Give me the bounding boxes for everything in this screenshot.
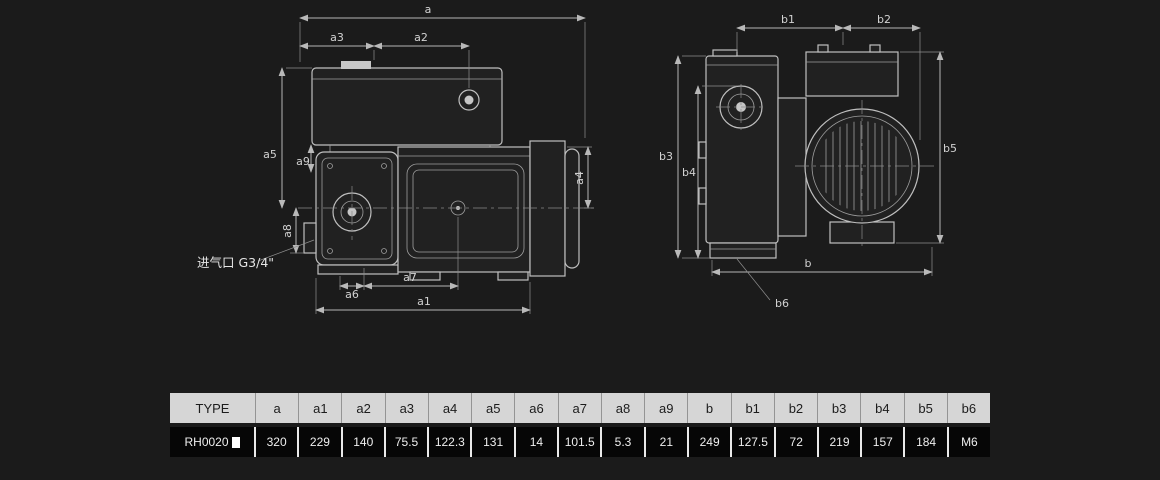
pump-foot (317, 264, 399, 275)
header-cell-a9: a9 (645, 393, 689, 423)
pump-head (303, 151, 399, 275)
dim-label-b3: b3 (659, 150, 673, 163)
header-cell-a5: a5 (472, 393, 516, 423)
spec-table-value-row: RH0020 320 229 140 75.5 122.3 131 14 101… (170, 427, 990, 457)
dim-label-a7: a7 (403, 271, 417, 284)
value-cell-b4: 157 (862, 427, 906, 457)
header-cell-b3: b3 (818, 393, 862, 423)
dim-label-a3: a3 (330, 31, 344, 44)
value-cell-b: 249 (689, 427, 733, 457)
dim-label-a5: a5 (263, 148, 277, 161)
value-cell-a1: 229 (299, 427, 343, 457)
inlet-annotation: 进气口 G3/4" (197, 239, 315, 270)
dim-label-b4: b4 (682, 166, 696, 179)
header-cell-b2: b2 (775, 393, 819, 423)
pump-dimension-drawing: a a3 a2 a5 a9 a4 (197, 3, 957, 314)
inlet-port (303, 222, 317, 254)
header-cell-b4: b4 (861, 393, 905, 423)
front-view: b1 b2 b3 b4 b5 b (659, 13, 957, 310)
pump-foot-front (709, 242, 777, 259)
value-cell-b5: 184 (905, 427, 949, 457)
value-cell-a8: 5.3 (602, 427, 646, 457)
flange (777, 97, 807, 237)
side-view-dimensions: a a3 a2 a5 a9 a4 (263, 3, 594, 314)
value-cell-a7: 101.5 (559, 427, 603, 457)
model-cell: RH0020 (170, 427, 256, 457)
front-view-dimensions: b1 b2 b3 b4 b5 b (659, 13, 957, 310)
dim-label-a: a (425, 3, 432, 16)
inlet-label: 进气口 G3/4" (197, 255, 274, 270)
header-cell-b: b (688, 393, 732, 423)
dim-label-a2: a2 (414, 31, 428, 44)
spec-table: TYPE a a1 a2 a3 a4 a5 a6 a7 a8 a9 b b1 b… (170, 393, 990, 457)
header-cell-b6: b6 (961, 400, 977, 416)
motor (529, 140, 580, 277)
header-cell-a2: a2 (342, 393, 386, 423)
value-cell-a3: 75.5 (386, 427, 430, 457)
header-cell-b5: b5 (905, 393, 948, 423)
pump-front (698, 49, 779, 259)
value-cell-a9: 21 (646, 427, 689, 457)
dim-label-b2: b2 (877, 13, 891, 26)
value-cell-a6: 14 (516, 427, 560, 457)
dim-label-b5: b5 (943, 142, 957, 155)
oil-box (311, 61, 503, 146)
value-cell-a: 320 (256, 427, 300, 457)
dim-label-a4: a4 (573, 171, 586, 185)
spec-table-header-row: TYPE a a1 a2 a3 a4 a5 a6 a7 a8 a9 b b1 b… (170, 393, 990, 423)
header-cell-a6: a6 (515, 393, 559, 423)
header-cell-a3: a3 (386, 393, 429, 423)
header-cell-a8: a8 (602, 393, 646, 423)
header-cell-a7: a7 (559, 393, 602, 423)
side-view: a a3 a2 a5 a9 a4 (197, 3, 596, 314)
header-cell-a: a (256, 393, 300, 423)
value-cell-a4: 122.3 (429, 427, 473, 457)
dim-label-a9: a9 (296, 155, 310, 168)
value-cell-a2: 140 (343, 427, 386, 457)
exhaust-port (341, 61, 371, 69)
header-cell-b1: b1 (732, 393, 775, 423)
type-header-cell: TYPE (170, 393, 256, 423)
value-cell-b1: 127.5 (732, 427, 776, 457)
dim-label-a1: a1 (417, 295, 431, 308)
terminal-box (805, 44, 899, 97)
dim-label-a6: a6 (345, 288, 359, 301)
dim-label-a8: a8 (281, 224, 294, 238)
header-cell-a4: a4 (429, 393, 473, 423)
value-cell-a5: 131 (472, 427, 516, 457)
dim-label-b6: b6 (775, 297, 789, 310)
header-cell-a1: a1 (299, 393, 343, 423)
model-label: RH0020 (184, 435, 229, 449)
dim-label-b: b (805, 257, 812, 270)
value-cell-b2: 72 (776, 427, 819, 457)
pump-body (397, 146, 531, 281)
value-cell-b3: 219 (819, 427, 863, 457)
dim-label-b1: b1 (781, 13, 795, 26)
value-cell-b6: M6 (961, 435, 978, 449)
model-variant-box (231, 436, 240, 448)
